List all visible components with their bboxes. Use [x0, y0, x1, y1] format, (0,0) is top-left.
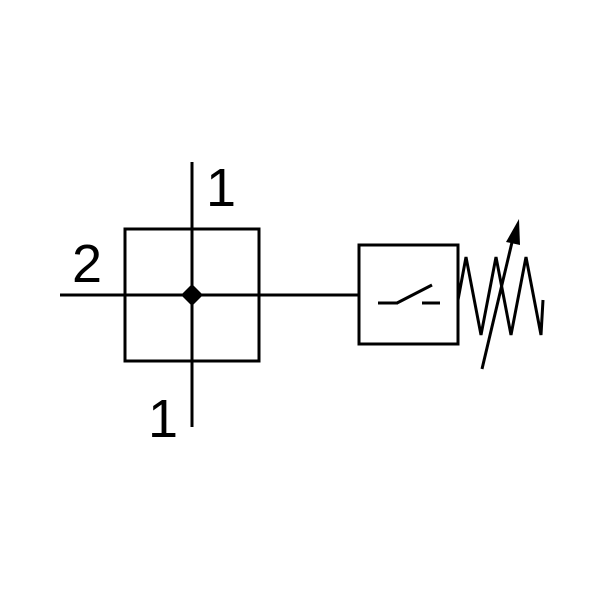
adjustment-arrow-head — [506, 219, 520, 245]
switch-box — [357, 243, 460, 346]
switch-rectangle — [357, 243, 460, 346]
valve-body — [60, 162, 359, 427]
adjustment-arrow-shaft — [480, 237, 515, 370]
switch-contact-icon — [378, 283, 440, 305]
adjustable-spring-icon — [456, 219, 545, 370]
port-label-bottom: 1 — [148, 389, 178, 449]
spring-zigzag — [456, 256, 545, 336]
port-label-top: 1 — [206, 158, 236, 218]
port-label-left: 2 — [72, 234, 102, 294]
junction-dot-icon — [181, 284, 203, 306]
